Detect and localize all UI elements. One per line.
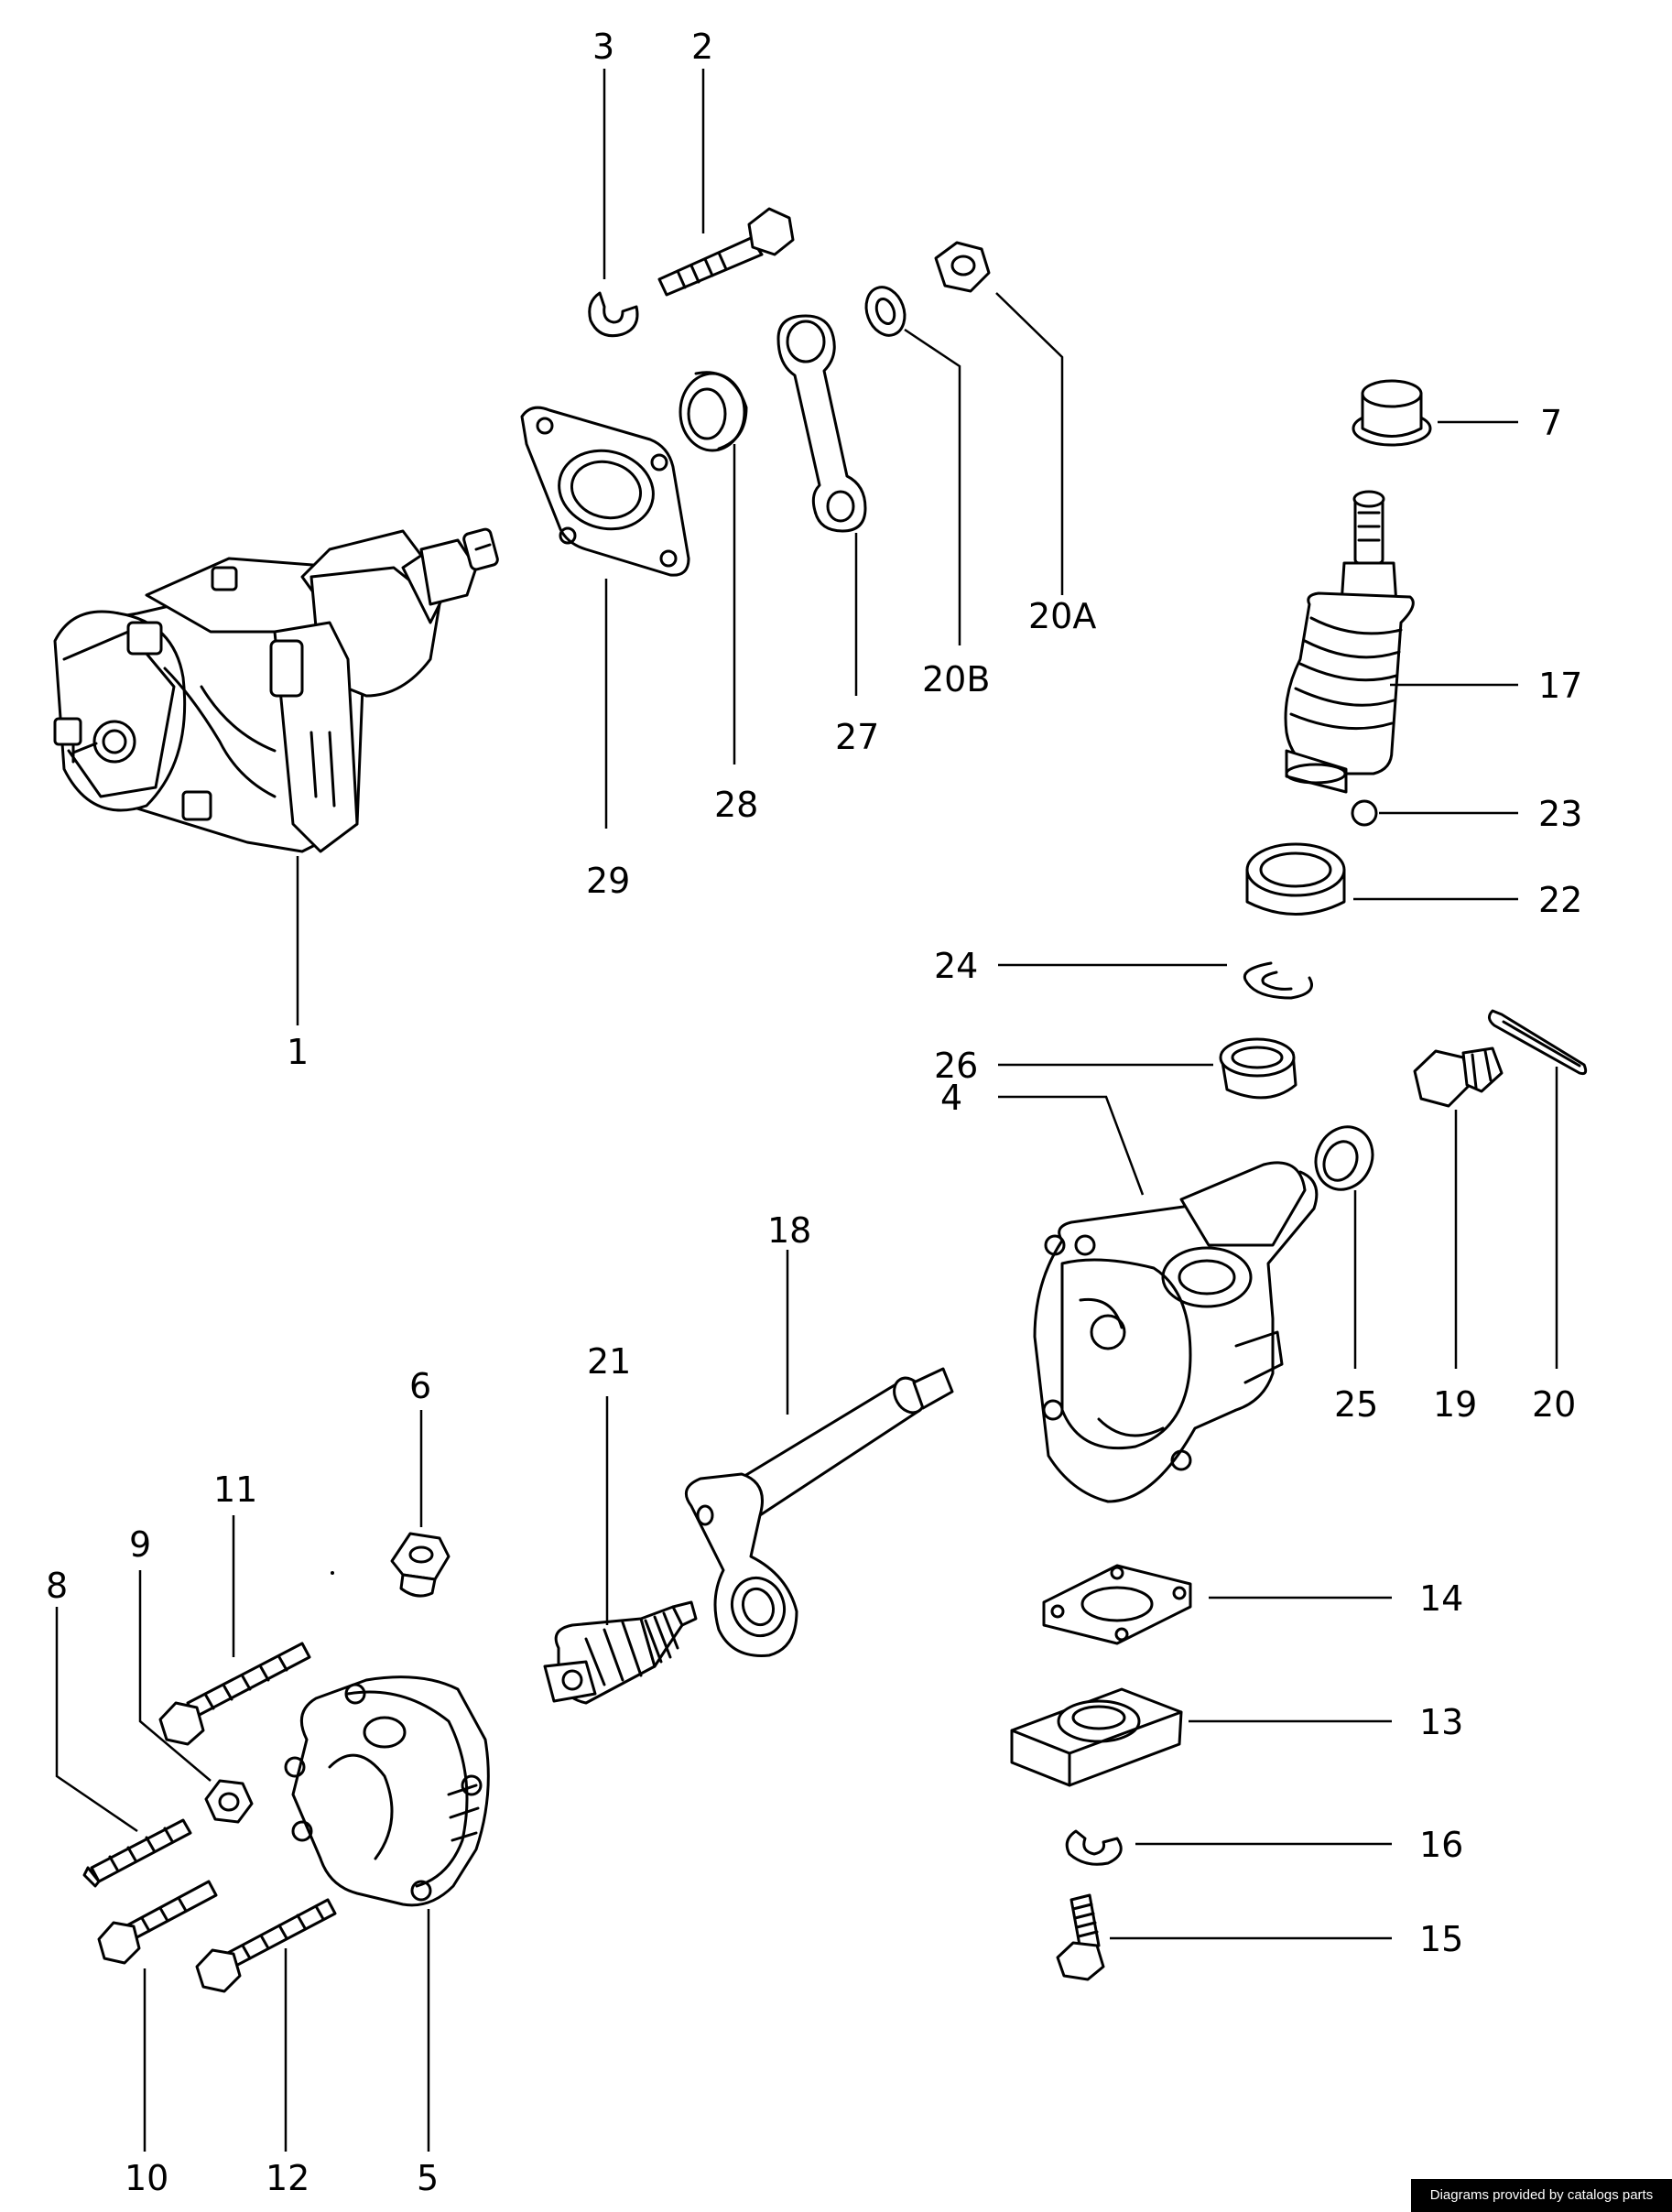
callout-1: 1 <box>287 1032 309 1072</box>
part-19-castle-nut <box>1413 1046 1504 1108</box>
callout-5: 5 <box>417 2158 439 2198</box>
part-1-steering-gearbox <box>53 527 499 853</box>
leader-9 <box>138 1570 212 1782</box>
part-14-gasket <box>1042 1564 1192 1645</box>
callout-29: 29 <box>586 861 630 901</box>
callout-16: 16 <box>1419 1825 1463 1865</box>
callout-6: 6 <box>409 1366 431 1406</box>
part-24-circlip <box>1243 961 1313 1000</box>
part-4-gearbox-housing <box>1033 1161 1319 1503</box>
callout-10: 10 <box>125 2158 168 2198</box>
part-18-sector-shaft <box>684 1367 954 1657</box>
part-22-bearing-cup <box>1245 842 1346 916</box>
stray-mark <box>331 1571 334 1575</box>
part-15-bolt <box>1056 1893 1105 1981</box>
callout-15: 15 <box>1419 1919 1463 1959</box>
part-12-bolt <box>195 1898 337 1993</box>
leader-20a <box>995 292 1064 595</box>
part-11-long-bolt <box>158 1642 311 1746</box>
callout-3: 3 <box>592 27 614 67</box>
callout-25: 25 <box>1334 1384 1378 1425</box>
part-7-top-bushing <box>1352 379 1432 447</box>
callout-8: 8 <box>46 1566 68 1606</box>
callout-12: 12 <box>266 2158 309 2198</box>
callout-19: 19 <box>1433 1384 1477 1425</box>
callout-11: 11 <box>213 1469 257 1510</box>
part-20a-hex-nut <box>934 241 991 293</box>
part-23-ball <box>1351 799 1378 827</box>
part-25-small-seal <box>1314 1125 1374 1191</box>
leader-8 <box>55 1607 138 1833</box>
leader-4 <box>998 1095 1145 1196</box>
part-5-side-cover <box>284 1675 490 1907</box>
callout-14: 14 <box>1419 1578 1463 1619</box>
callout-13: 13 <box>1419 1702 1463 1742</box>
part-2-bolt <box>657 207 795 297</box>
part-6-plug <box>390 1532 451 1598</box>
callout-24: 24 <box>934 946 978 986</box>
part-20b-washer <box>864 286 907 337</box>
callout-21: 21 <box>587 1341 631 1382</box>
part-13-cover-plate <box>1010 1687 1183 1787</box>
part-3-lock-washer <box>588 291 639 338</box>
leader-20b <box>904 328 961 645</box>
part-28-bushing <box>679 371 748 452</box>
callout-27: 27 <box>835 717 879 757</box>
callout-26: 26 <box>934 1046 978 1086</box>
callout-17: 17 <box>1538 666 1582 706</box>
part-8-stud <box>82 1818 192 1888</box>
callout-20b: 20B <box>922 659 990 699</box>
callout-9: 9 <box>129 1524 151 1565</box>
part-10-bolt <box>97 1880 218 1965</box>
callout-20a: 20A <box>1028 596 1096 636</box>
diagram-credit: Diagrams provided by catalogs parts <box>1411 2179 1672 2212</box>
part-16-lock-washer <box>1065 1829 1123 1866</box>
callout-23: 23 <box>1538 794 1582 834</box>
part-27-drop-arm <box>776 314 867 533</box>
callout-20: 20 <box>1532 1384 1576 1425</box>
callout-22: 22 <box>1538 880 1582 920</box>
part-9-nut <box>204 1779 254 1824</box>
part-17-steering-worm <box>1284 490 1415 794</box>
part-29-gasket <box>520 406 690 577</box>
callout-7: 7 <box>1540 403 1562 443</box>
part-26-seal-ring <box>1219 1037 1297 1100</box>
part-21-roller-shaft <box>543 1600 698 1705</box>
callout-18: 18 <box>767 1210 811 1251</box>
callout-4: 4 <box>940 1078 962 1118</box>
part-20-cotter-pin <box>1488 1009 1588 1076</box>
callout-28: 28 <box>714 785 758 825</box>
callout-2: 2 <box>691 27 713 67</box>
